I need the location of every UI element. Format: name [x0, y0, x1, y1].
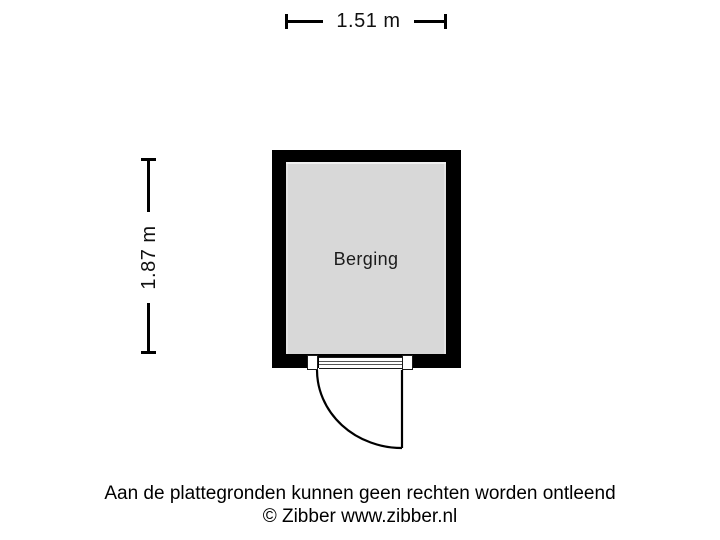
footer-credit: © Zibber www.zibber.nl [262, 506, 458, 527]
door-sill-line [319, 364, 403, 365]
footer: Aan de plattegronden kunnen geen rechten… [0, 482, 720, 528]
room-name-label: Berging [333, 248, 399, 269]
dimension-tick-top [141, 158, 156, 161]
dimension-label-width: 1.51 m [323, 8, 414, 35]
dimension-tick-bottom [141, 351, 156, 354]
door-sill-line [319, 361, 403, 362]
room-floor: Berging [286, 162, 446, 354]
door-sill [319, 357, 403, 369]
dimension-label-height: 1.87 m [136, 212, 163, 303]
door-jamb-right [402, 355, 413, 370]
door-jamb-left [307, 355, 318, 370]
footer-disclaimer: Aan de plattegronden kunnen geen rechten… [104, 483, 616, 504]
dimension-tick-right [444, 14, 447, 29]
door-swing-arc [315, 369, 404, 450]
dimension-tick-left [285, 14, 288, 29]
